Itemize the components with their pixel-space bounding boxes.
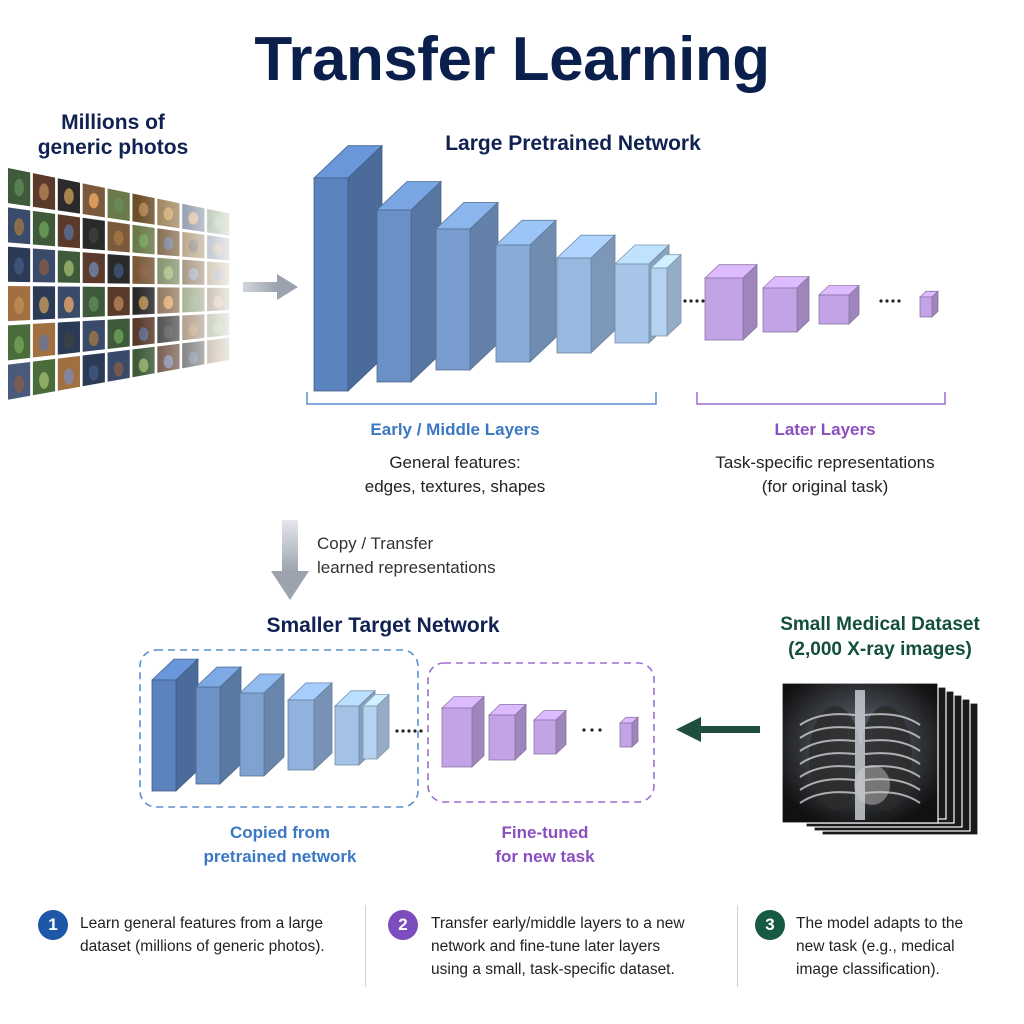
transfer-arrow-icon	[271, 520, 309, 600]
layer-block	[703, 263, 759, 341]
later-layers-label: Later Layers	[774, 420, 876, 439]
later-layers-bracket	[696, 392, 946, 405]
page-title: Transfer Learning	[254, 25, 770, 94]
later-layers-description: Task-specific representations (for origi…	[715, 453, 935, 496]
layer-block	[286, 681, 334, 771]
layer-block	[238, 673, 286, 777]
step-number-badge: 2	[388, 910, 418, 940]
xray-images-stack	[781, 682, 979, 836]
layer-block	[194, 666, 243, 785]
input-arrow-icon	[243, 274, 298, 300]
copied-layers-box	[139, 649, 419, 808]
target-network	[150, 658, 640, 792]
step-number-badge: 3	[755, 910, 785, 940]
layer-block	[817, 284, 861, 325]
source-label: Millions of generic photos	[37, 111, 189, 159]
dataset-label: Small Medical Dataset (2,000 X-ray image…	[780, 614, 980, 660]
finetuned-layers-box	[427, 662, 655, 803]
layer-block	[440, 695, 486, 768]
layer-block	[918, 290, 940, 318]
early-layers-label: Early / Middle Layers	[370, 420, 540, 439]
layer-block	[761, 275, 811, 333]
layer-block	[555, 234, 617, 354]
layer-block	[434, 201, 500, 371]
layer-block	[532, 709, 568, 755]
early-layers-bracket	[306, 392, 657, 405]
layer-block	[618, 716, 640, 748]
step-text: The model adapts to the new task (e.g., …	[796, 915, 964, 978]
divider	[737, 905, 738, 987]
divider	[365, 905, 366, 987]
layer-block	[150, 658, 200, 792]
layer-block	[494, 219, 558, 363]
transfer-label: Copy / Transfer learned representations	[317, 534, 496, 577]
pretrained-network	[312, 144, 940, 392]
layer-block	[361, 693, 391, 760]
layer-block	[487, 703, 528, 761]
copied-label: Copied from pretrained network	[203, 823, 357, 866]
target-network-title: Smaller Target Network	[266, 614, 500, 637]
step-text: Learn general features from a large data…	[80, 915, 325, 955]
pretrained-network-title: Large Pretrained Network	[445, 132, 701, 155]
step-number-badge: 1	[38, 910, 68, 940]
layer-block	[649, 253, 683, 337]
layer-block	[312, 144, 384, 392]
early-layers-description: General features: edges, textures, shape…	[364, 453, 546, 496]
step-text: Transfer early/middle layers to a new ne…	[431, 915, 685, 978]
finetuned-label: Fine-tuned for new task	[495, 823, 595, 866]
layer-block	[375, 180, 443, 383]
dataset-arrow-icon	[676, 717, 760, 742]
